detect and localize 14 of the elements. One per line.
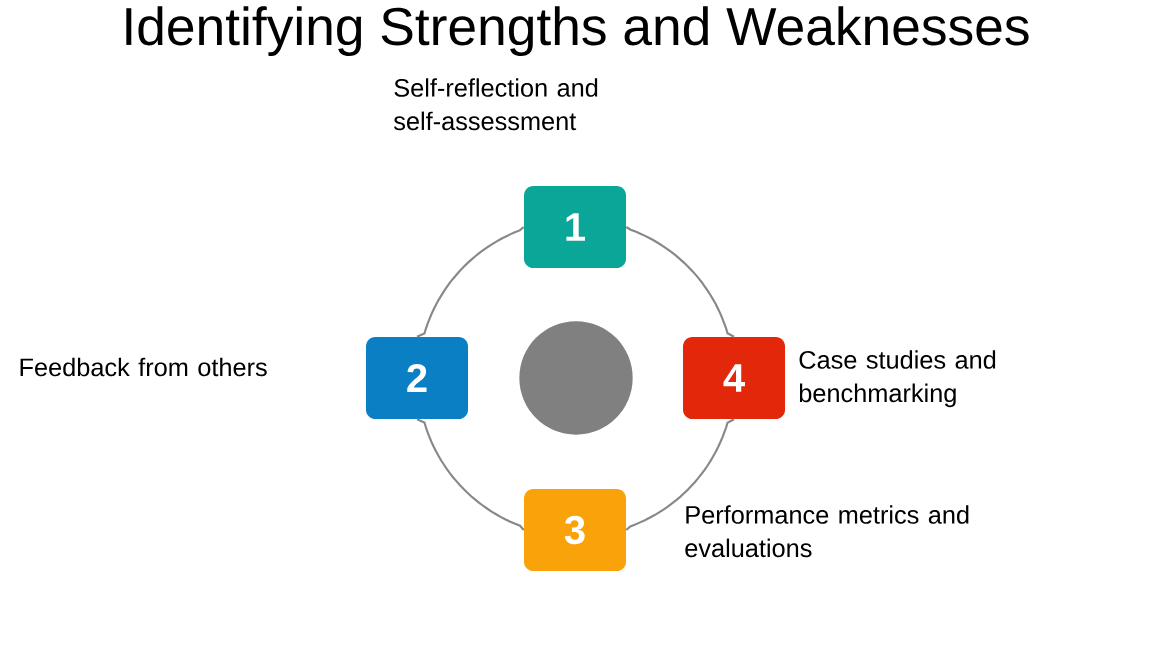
title: Identifying Strengths and Weaknesses [126,6,1029,56]
number-box: 1 [524,186,626,268]
ring-arc [625,226,735,338]
number-box: 2 [366,337,468,419]
ring-arc [416,418,525,531]
item-label: Feedback from others [20,357,267,377]
ring-arc [625,418,735,531]
item-label: Performance metrics and evaluations [685,505,969,558]
number-box: 4 [683,337,785,419]
item-label: Case studies and benchmarking [799,350,996,408]
center-circle [519,321,633,435]
number-box: 3 [524,489,626,571]
item-label: Self-reflection and self-assessment [394,78,598,131]
ring-arc [416,226,525,338]
